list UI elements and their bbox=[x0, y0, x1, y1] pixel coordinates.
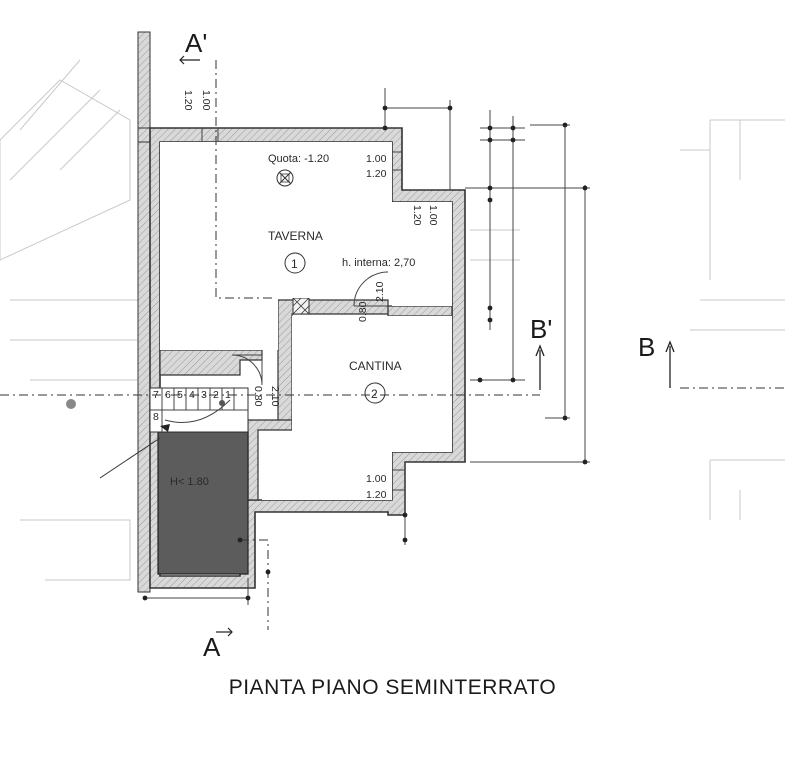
low-room-label: H< 1.80 bbox=[170, 476, 209, 488]
section-b-mid: B' bbox=[530, 314, 552, 344]
room-name-cantina: CANTINA bbox=[349, 359, 402, 373]
room-number-1: 1 bbox=[291, 257, 298, 271]
upper-right-window-width: 1.00 bbox=[366, 153, 387, 165]
door1-width: 0.80 bbox=[357, 301, 369, 322]
section-labels: A' A B' B bbox=[185, 28, 655, 662]
stair-arrow-icon bbox=[160, 424, 170, 432]
upper-right-window-height: 1.20 bbox=[366, 168, 387, 180]
room-labels: Quota: -1.20 TAVERNA 1 h. interna: 2,70 … bbox=[268, 153, 415, 404]
window-openings: 1.00 1.20 1.00 1.20 1.00 1.20 1.00 1.20 bbox=[182, 90, 439, 501]
top-window-width: 1.00 bbox=[200, 90, 212, 111]
door2-width: 0.80 bbox=[252, 386, 264, 407]
right-window-height: 1.20 bbox=[411, 205, 423, 226]
step-6: 6 bbox=[165, 389, 171, 401]
step-8: 8 bbox=[153, 411, 159, 423]
quota-label: Quota: -1.20 bbox=[268, 153, 329, 165]
door1-height: 2.10 bbox=[374, 281, 386, 302]
door2-height: 2.10 bbox=[269, 386, 281, 407]
floor-drain-icon bbox=[276, 169, 294, 187]
section-lines bbox=[0, 55, 785, 637]
top-window-height: 1.20 bbox=[182, 90, 194, 111]
right-window-width: 1.00 bbox=[427, 205, 439, 226]
room-name-taverna: TAVERNA bbox=[268, 229, 323, 243]
internal-height-label: h. interna: 2,70 bbox=[342, 257, 415, 269]
room-interiors bbox=[160, 142, 452, 500]
room-number-2: 2 bbox=[371, 387, 378, 401]
doors: 2.10 0.80 2.10 0.80 bbox=[231, 271, 389, 407]
low-height-room: H< 1.80 bbox=[157, 431, 249, 575]
section-a-top: A' bbox=[185, 28, 207, 58]
ghost-context bbox=[0, 59, 785, 581]
dimension-lines bbox=[142, 88, 590, 605]
drawing-title: PIANTA PIANO SEMINTERRATO bbox=[228, 676, 557, 699]
bottom-window-height: 1.20 bbox=[366, 489, 387, 501]
section-b-right: B bbox=[638, 332, 655, 362]
building-walls bbox=[149, 127, 466, 589]
section-a-bottom: A bbox=[203, 632, 221, 662]
bottom-window-width: 1.00 bbox=[366, 473, 387, 485]
